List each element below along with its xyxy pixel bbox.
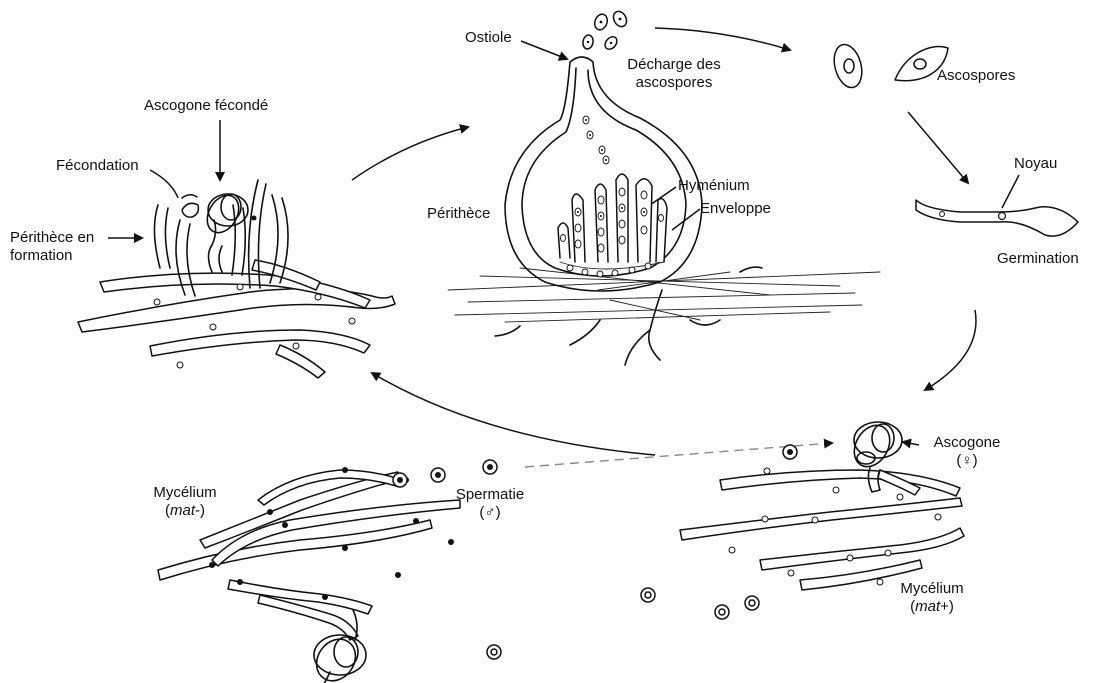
mycelium-minus-line1: Mycélium — [150, 484, 220, 502]
ascogone-label-text: Ascogone — [930, 434, 1004, 452]
fecondation-label: Fécondation — [56, 157, 139, 175]
spermatie-label-text: Spermatie — [450, 486, 530, 504]
perithece-formation-line1: Périthèce en — [10, 229, 94, 247]
discharge-label-line2: ascospores — [614, 74, 734, 92]
discharged-ascospores — [582, 9, 629, 52]
perithece-formation-label: Périthèce en formation — [10, 229, 94, 265]
germination-label: Germination — [997, 250, 1079, 268]
cycle-arrow-to-perithece-formation — [372, 373, 655, 455]
cycle-arrow-to-perithece — [352, 127, 468, 180]
perithece-label: Périthèce — [427, 205, 490, 223]
noyau-pointer — [1002, 175, 1019, 208]
spermatie-symbol: (♂) — [450, 504, 530, 522]
perithece-in-formation — [78, 180, 395, 378]
mycelium-mat-plus — [680, 419, 964, 590]
perithece-formation-line2: formation — [10, 247, 94, 265]
mycelium-minus-mat: mat — [170, 502, 195, 519]
hymenium-label: Hyménium — [678, 177, 750, 195]
mycelium-plus-line1: Mycélium — [897, 580, 967, 598]
cycle-arrow-to-mycelium-plus — [925, 310, 976, 390]
cycle-arrow-to-ascospores — [655, 28, 790, 50]
fecondation-pointer — [150, 170, 178, 198]
mycelium-minus-label: Mycélium (mat-) — [150, 484, 220, 520]
cycle-arrow-to-germination — [908, 112, 968, 183]
ascogone-symbol: (♀) — [930, 452, 1004, 470]
ostiole-pointer — [521, 41, 567, 59]
ascospore-pair — [830, 41, 948, 90]
discharge-label-line1: Décharge des — [614, 56, 734, 74]
ascogone-feconde-label: Ascogone fécondé — [144, 97, 268, 115]
mycelium-minus-close: -) — [195, 502, 205, 519]
mycelium-minus-line2: (mat-) — [150, 502, 220, 520]
mycelium-plus-label: Mycélium (mat+) — [897, 580, 967, 616]
spermatie-label: Spermatie (♂) — [450, 486, 530, 522]
ascogone-label: Ascogone (♀) — [930, 434, 1004, 470]
ostiole-label: Ostiole — [465, 29, 512, 47]
conidia — [487, 588, 759, 659]
mycelium-plus-line2: (mat+) — [897, 598, 967, 616]
ascogone-pointer — [903, 442, 919, 445]
noyau-label: Noyau — [1014, 155, 1057, 173]
discharge-label: Décharge des ascospores — [614, 56, 734, 92]
enveloppe-label: Enveloppe — [700, 200, 771, 218]
mycelium-plus-mat: mat — [915, 598, 940, 615]
perithece-structure — [448, 57, 880, 365]
ascospores-label: Ascospores — [937, 67, 1015, 85]
germinating-ascospore — [916, 200, 1078, 236]
mycelium-plus-close: +) — [940, 598, 954, 615]
